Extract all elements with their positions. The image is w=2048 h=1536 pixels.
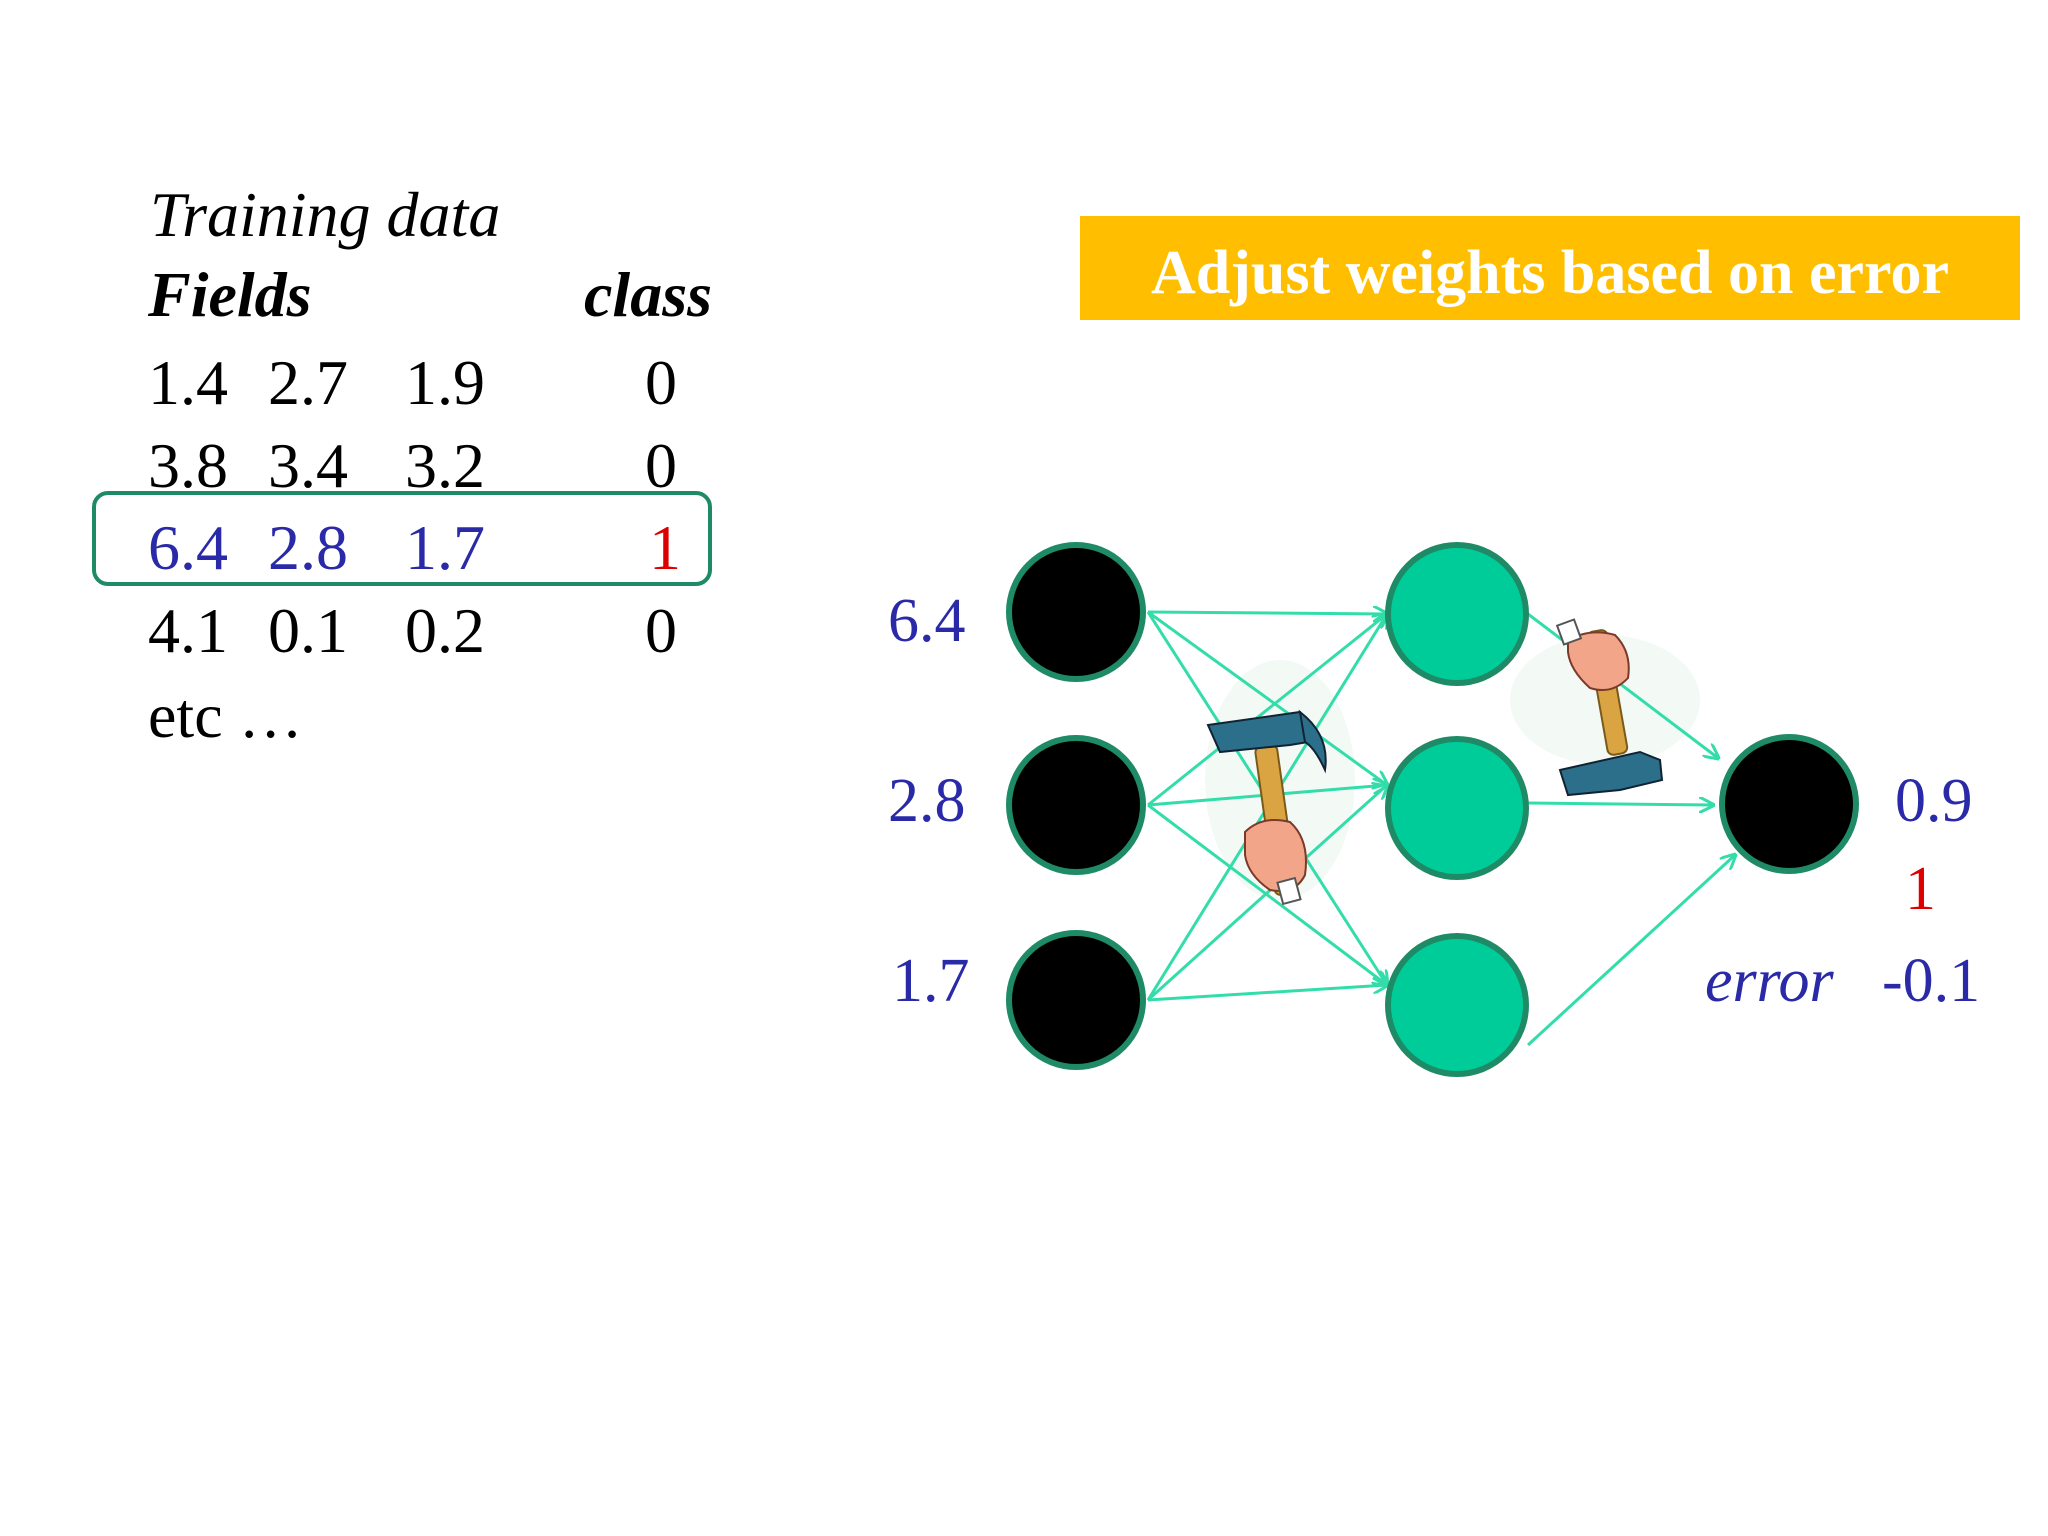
edge [1147, 612, 1387, 614]
edge [1527, 803, 1713, 805]
edge [1146, 785, 1387, 1002]
hammer-icon [1555, 618, 1664, 797]
edge [1147, 803, 1387, 985]
row-cell: 2.8 [268, 512, 348, 583]
row-cell: 2.7 [268, 347, 348, 418]
row-class: 1 [649, 512, 681, 583]
training-data-title: Training data [150, 179, 501, 250]
row-class: 0 [645, 430, 677, 501]
input-value-2: 2.8 [888, 767, 966, 835]
etc-label: etc … [148, 680, 303, 751]
row-cell: 0.2 [405, 595, 485, 666]
row-cell: 3.2 [405, 430, 485, 501]
row-cell: 0.1 [268, 595, 348, 666]
hidden-node [1385, 736, 1529, 880]
input-node [1006, 735, 1146, 875]
edge [1147, 610, 1387, 785]
output-value: 0.9 [1895, 767, 1973, 835]
edge [1527, 612, 1718, 758]
row-class: 0 [645, 347, 677, 418]
edge [1147, 985, 1387, 1002]
error-label: error [1705, 947, 1834, 1015]
edge [1526, 855, 1735, 1047]
row-cell: 3.4 [268, 430, 348, 501]
hidden-node [1385, 542, 1529, 686]
class-header: class [584, 259, 712, 330]
input-node [1006, 542, 1146, 682]
edge [1147, 614, 1387, 807]
fields-header: Fields [148, 259, 312, 330]
target-value: 1 [1905, 855, 1936, 923]
row-cell: 4.1 [148, 595, 228, 666]
hidden-node [1385, 933, 1529, 1077]
row-cell: 3.8 [148, 430, 228, 501]
row-cell: 1.7 [405, 512, 485, 583]
adjust-weights-banner: Adjust weights based on error [1080, 216, 2020, 320]
row-class: 0 [645, 595, 677, 666]
input-node [1006, 930, 1146, 1070]
input-value-3: 1.7 [892, 947, 970, 1015]
highlighted-row-box [92, 491, 712, 586]
hammer-icon [1206, 709, 1327, 906]
row-cell: 1.9 [405, 347, 485, 418]
input-value-1: 6.4 [888, 587, 966, 655]
row-cell: 1.4 [148, 347, 228, 418]
output-node [1719, 734, 1859, 874]
error-value: -0.1 [1882, 947, 1981, 1015]
row-cell: 6.4 [148, 512, 228, 583]
banner-text: Adjust weights based on error [1151, 239, 1949, 307]
